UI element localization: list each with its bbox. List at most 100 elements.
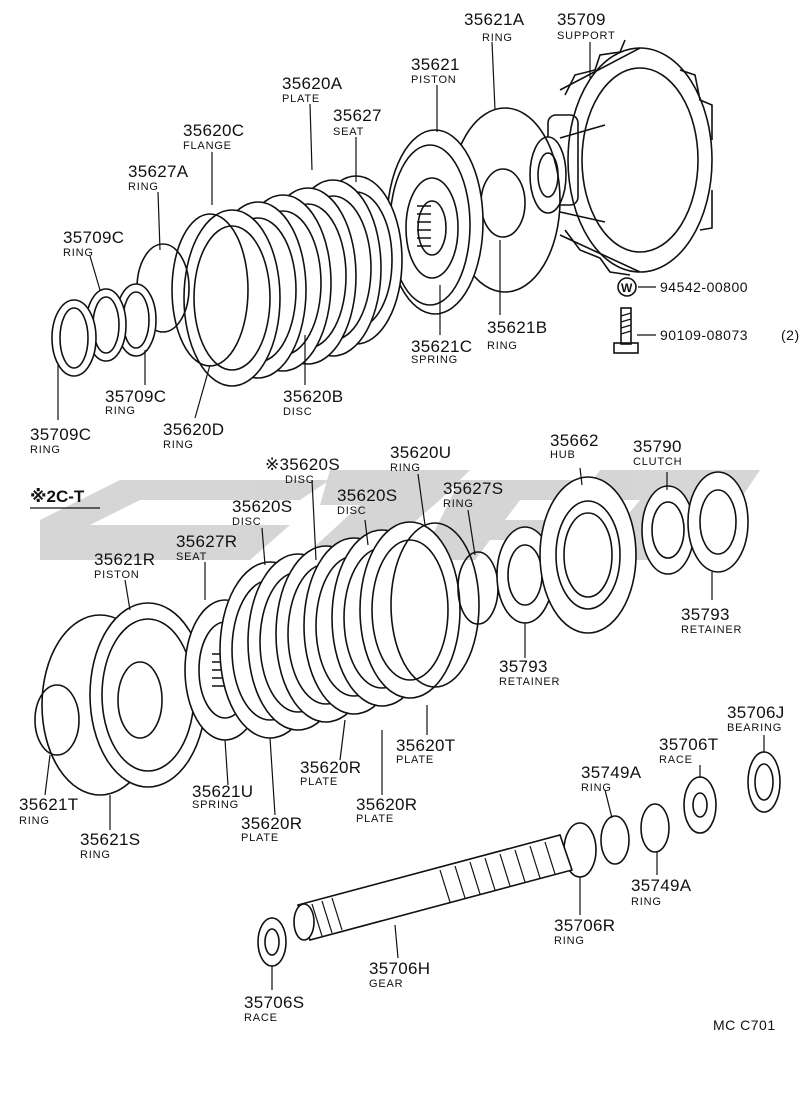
svg-text:35621C: 35621C: [411, 337, 472, 356]
svg-text:35620R: 35620R: [300, 758, 361, 777]
svg-text:35706J: 35706J: [727, 703, 785, 722]
bearing-35706j: [747, 751, 781, 813]
svg-text:SPRING: SPRING: [192, 799, 239, 811]
retainer-35793-right: [687, 471, 749, 573]
svg-text:DISC: DISC: [283, 406, 312, 418]
gear-shaft-35706h: [293, 834, 574, 941]
svg-text:DISC: DISC: [285, 474, 314, 486]
svg-text:35621S: 35621S: [80, 830, 140, 849]
svg-text:RING: RING: [105, 405, 136, 417]
svg-text:PLATE: PLATE: [300, 776, 338, 788]
svg-text:35709C: 35709C: [105, 387, 166, 406]
svg-text:35620S: 35620S: [337, 486, 397, 505]
svg-text:RING: RING: [80, 849, 111, 861]
svg-text:RING: RING: [63, 247, 94, 259]
svg-text:GEAR: GEAR: [369, 978, 403, 990]
clutch-plate-stack: [209, 175, 403, 379]
svg-text:※35620S: ※35620S: [265, 455, 340, 474]
svg-text:35620A: 35620A: [282, 74, 343, 93]
svg-text:FLANGE: FLANGE: [183, 140, 232, 152]
fastener-90109: 90109-08073: [660, 327, 748, 343]
svg-text:35709C: 35709C: [30, 425, 91, 444]
upper-clutch-assembly: [51, 39, 713, 387]
svg-text:RING: RING: [581, 782, 612, 794]
svg-text:SUPPORT: SUPPORT: [557, 30, 616, 42]
svg-text:CLUTCH: CLUTCH: [633, 456, 682, 468]
svg-text:RING: RING: [390, 462, 421, 474]
svg-text:35793: 35793: [499, 657, 548, 676]
fastener-90109-qty: (2): [781, 327, 800, 343]
ring-35749a-1: [640, 803, 670, 853]
svg-text:RACE: RACE: [659, 754, 693, 766]
svg-text:RETAINER: RETAINER: [681, 624, 742, 636]
fastener-labels: 94542-00800 90109-08073 (2): [660, 279, 800, 343]
race-35706t-inner: [692, 792, 708, 818]
ring-35620u: [390, 522, 480, 688]
hub-35662: [539, 476, 637, 634]
svg-text:RING: RING: [631, 896, 662, 908]
svg-text:35620R: 35620R: [241, 814, 302, 833]
lower-clutch-assembly: [34, 471, 781, 967]
ring-35621t: [34, 684, 80, 756]
svg-text:35709: 35709: [557, 10, 606, 29]
svg-text:RING: RING: [30, 444, 61, 456]
svg-text:35620D: 35620D: [163, 420, 224, 439]
svg-text:HUB: HUB: [550, 449, 576, 461]
svg-text:RACE: RACE: [244, 1012, 278, 1024]
drawing-code: MC C701: [713, 1017, 776, 1033]
piston-35621: [386, 129, 484, 315]
svg-text:RING: RING: [482, 32, 513, 44]
bolt-90109: [613, 307, 639, 354]
svg-text:35621T: 35621T: [19, 795, 78, 814]
svg-text:35621: 35621: [411, 55, 460, 74]
svg-text:35620R: 35620R: [356, 795, 417, 814]
svg-text:RETAINER: RETAINER: [499, 676, 560, 688]
svg-text:35749A: 35749A: [581, 763, 642, 782]
rings-35709c: [51, 283, 157, 377]
leader-lines: [44, 41, 765, 990]
svg-text:35620T: 35620T: [396, 736, 455, 755]
svg-text:SEAT: SEAT: [333, 126, 364, 138]
svg-text:35620C: 35620C: [183, 121, 244, 140]
svg-text:35621R: 35621R: [94, 550, 155, 569]
race-35706t: [683, 776, 717, 834]
ring-35621b: [480, 168, 526, 238]
svg-text:35620S: 35620S: [232, 497, 292, 516]
svg-text:35790: 35790: [633, 437, 682, 456]
svg-text:35627S: 35627S: [443, 479, 503, 498]
clutch-35790: [641, 485, 695, 575]
bearing-35706j-inner: [754, 763, 774, 801]
svg-text:DISC: DISC: [337, 505, 366, 517]
ring-35749a-2: [600, 815, 630, 865]
svg-text:PISTON: PISTON: [94, 569, 140, 581]
svg-text:35706T: 35706T: [659, 735, 718, 754]
